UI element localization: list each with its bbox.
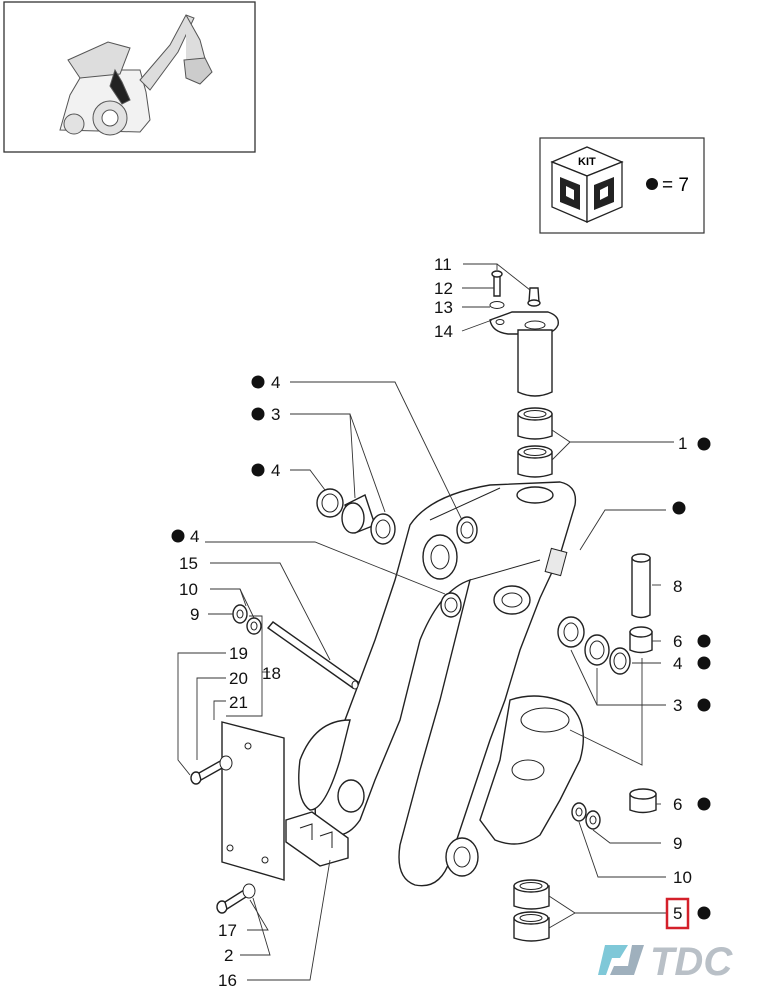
callout-1: 1 [678, 434, 687, 453]
callout-6-lower: 6 [673, 795, 682, 814]
callout-8: 8 [673, 577, 682, 596]
bushing-set-5 [513, 879, 550, 942]
tdc-watermark-text: TDC [650, 940, 733, 984]
callout-2: 2 [224, 946, 233, 965]
kit-bullet-dot [646, 178, 658, 190]
rod-15 [266, 621, 360, 690]
callout-3-right: 3 [673, 696, 682, 715]
bolt-19 [190, 755, 233, 785]
tdc-watermark: TDC [598, 940, 733, 984]
bushing-set-1 [517, 407, 553, 478]
callout-13: 13 [434, 298, 453, 317]
right-small-seals [571, 802, 601, 830]
left-seal-bushing-group [316, 488, 478, 618]
kit-label: KIT [578, 156, 596, 168]
callout-9-left: 9 [190, 605, 199, 624]
callout-4-low: 4 [190, 527, 199, 546]
callout-labels: 11 12 13 14 4 3 4 4 15 10 9 19 18 20 21 … [179, 255, 692, 990]
callout-17: 17 [218, 921, 237, 940]
callout-15: 15 [179, 554, 198, 573]
callout-4-mid: 4 [271, 461, 280, 480]
callout-16: 16 [218, 971, 237, 990]
callout-4-top: 4 [271, 373, 280, 392]
callout-dots [171, 375, 711, 920]
callout-6-upper: 6 [673, 632, 682, 651]
callout-4-right: 4 [673, 654, 682, 673]
callout-18: 18 [262, 664, 281, 683]
tdc-logo-icon [598, 945, 644, 975]
callout-5-highlight-box [665, 897, 690, 930]
right-seal-bushing-group [557, 553, 657, 814]
kit-cube-icon [550, 146, 624, 223]
leader-lines [177, 263, 674, 981]
left-small-seals [232, 604, 262, 635]
kit-legend-text: = 7 [662, 175, 689, 196]
callout-3-left: 3 [271, 405, 280, 424]
callout-20: 20 [229, 669, 248, 688]
callout-11: 11 [434, 255, 452, 274]
backhoe-loader-icon [59, 14, 213, 136]
machine-overview-thumbnail [3, 1, 256, 153]
callout-19: 19 [229, 644, 248, 663]
swing-frame [298, 481, 584, 887]
callout-9-right: 9 [673, 834, 682, 853]
kit-legend-box: KIT = 7 [539, 137, 705, 234]
callout-5: 5 [673, 904, 682, 923]
callout-12: 12 [434, 279, 453, 298]
callout-21: 21 [229, 693, 248, 712]
bolt-17 [216, 883, 256, 914]
pivot-pin-assembly [489, 270, 559, 397]
callout-10-left: 10 [179, 580, 198, 599]
callout-14: 14 [434, 322, 453, 341]
callout-10-right: 10 [673, 868, 692, 887]
cover-plate [221, 721, 285, 881]
guide-block-16 [285, 811, 349, 867]
